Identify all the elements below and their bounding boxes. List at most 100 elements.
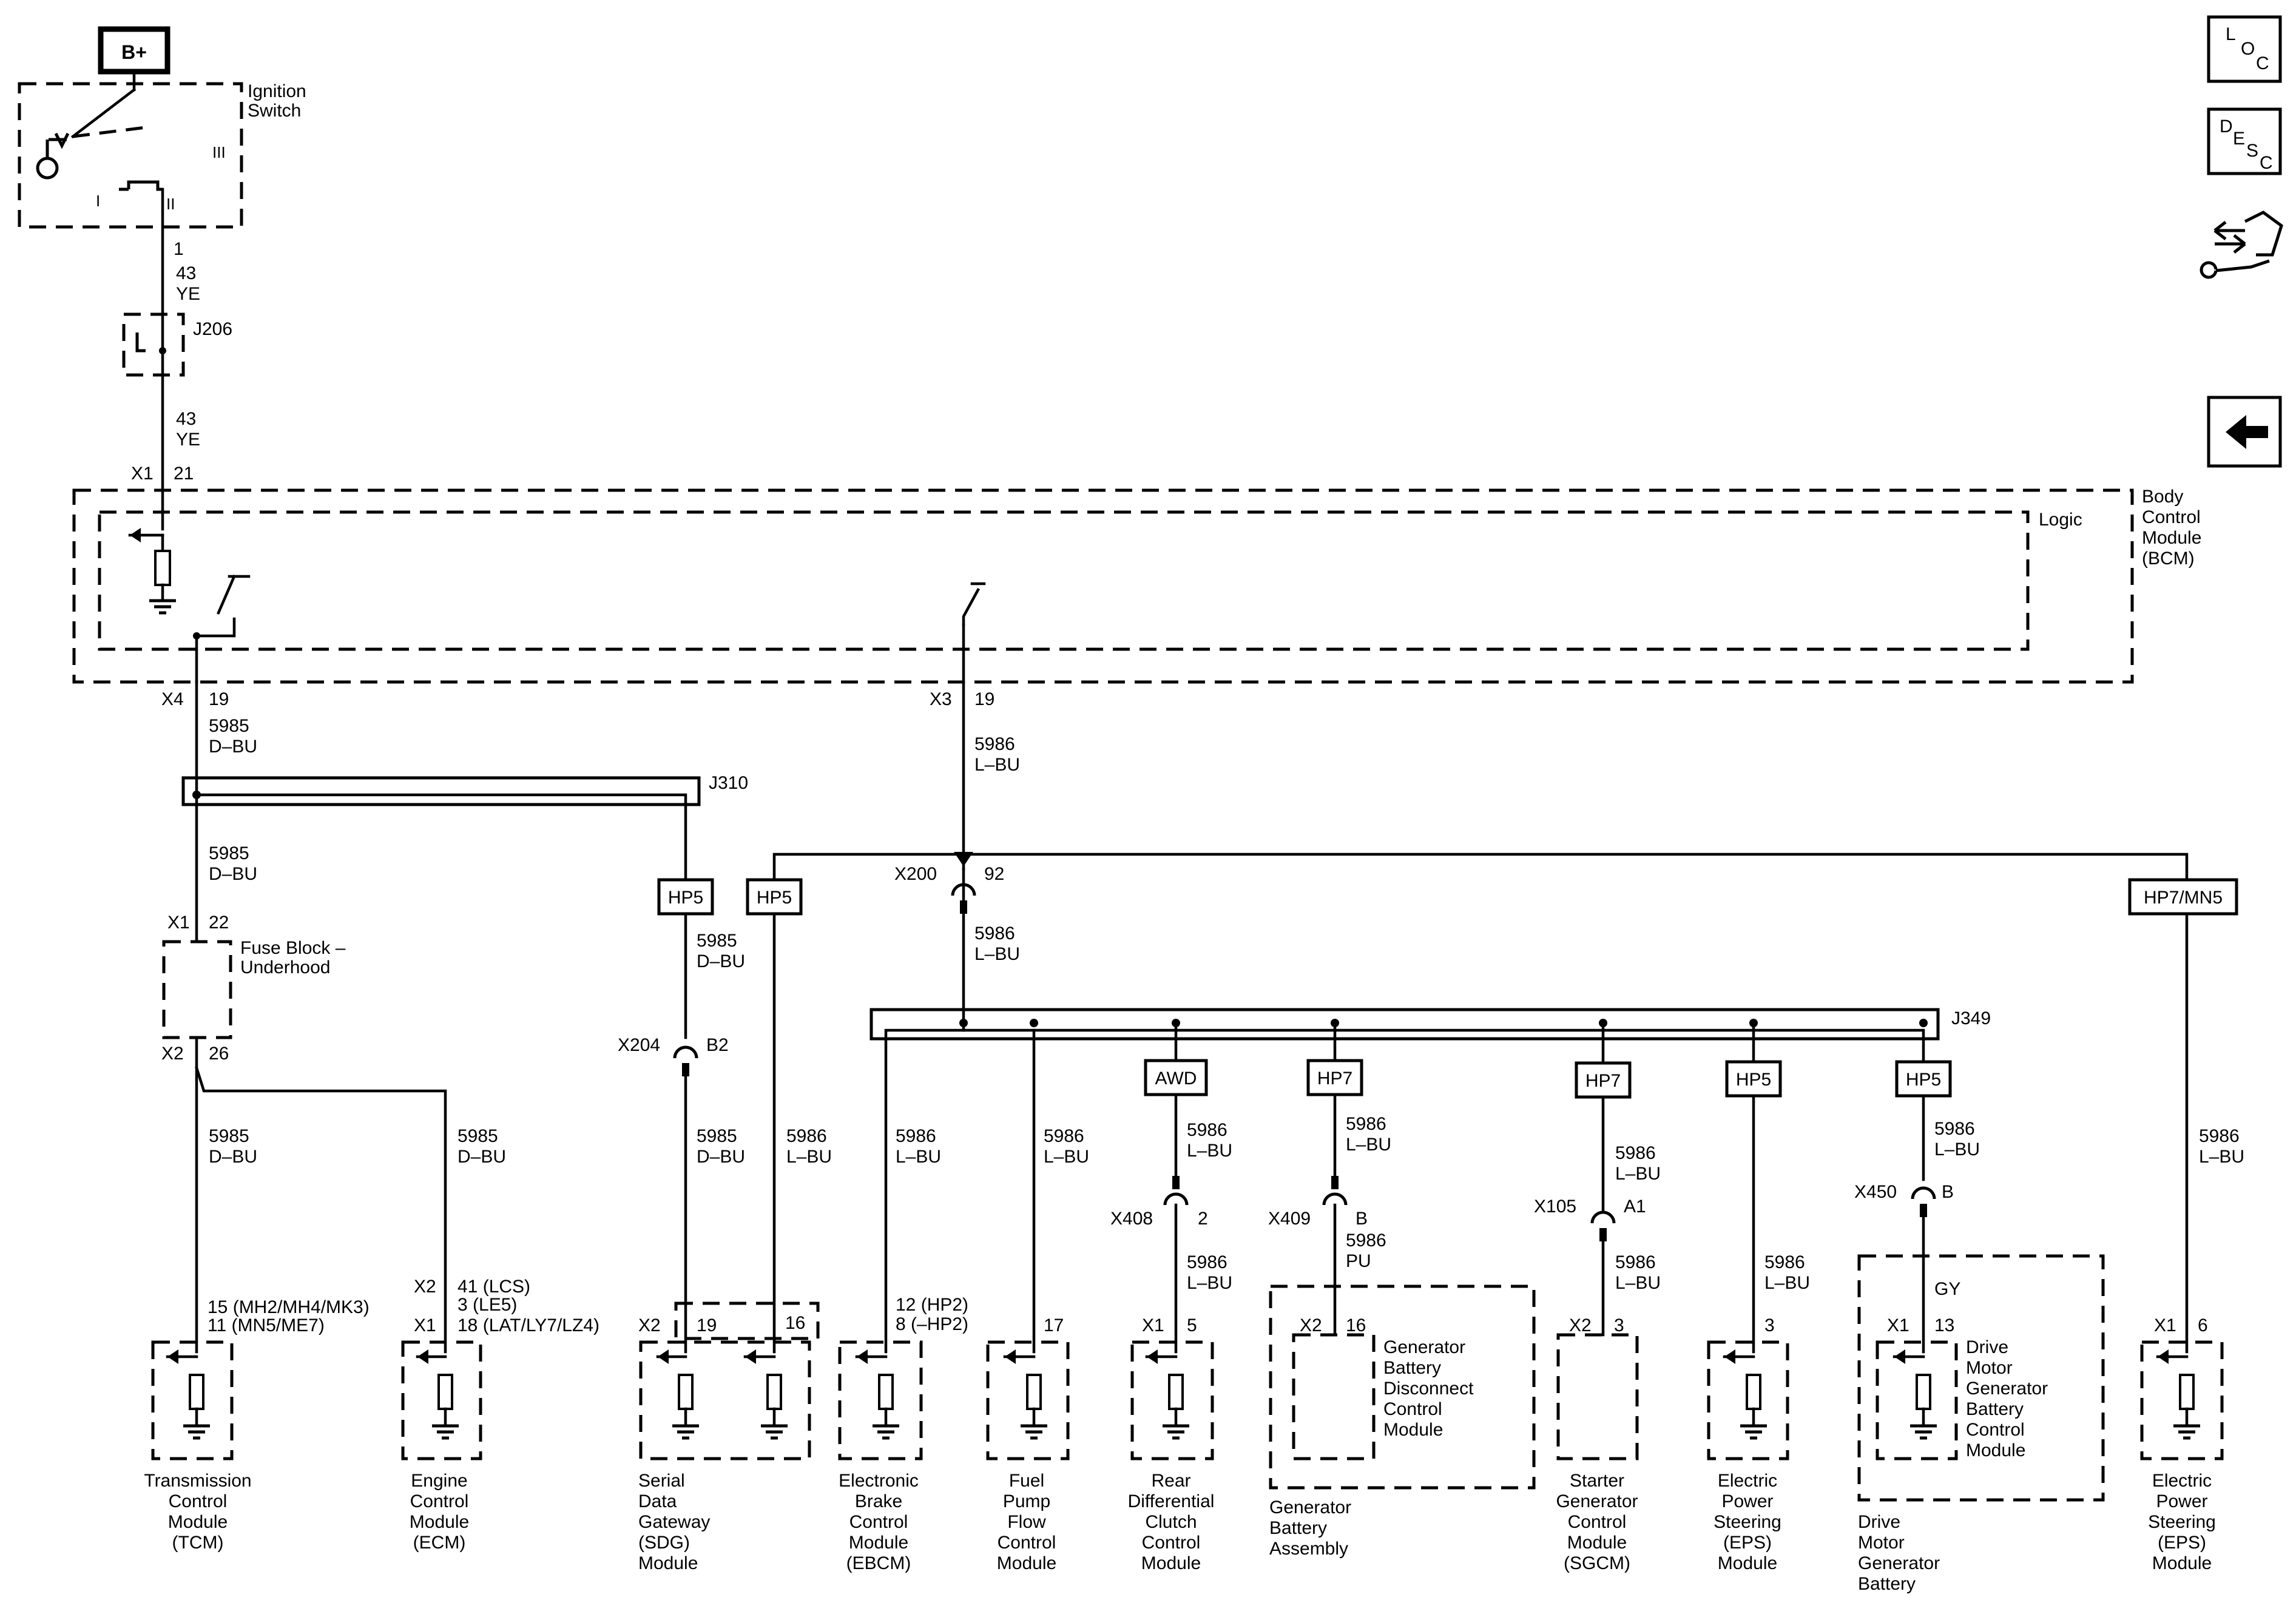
svg-text:5985: 5985: [209, 716, 249, 736]
svg-text:L–BU: L–BU: [974, 944, 1020, 964]
option-hp5-sdg: HP5: [657, 878, 714, 916]
description-button[interactable]: D E S C: [2207, 107, 2282, 175]
svg-text:YE: YE: [176, 430, 200, 450]
svg-text:Module: Module: [997, 1553, 1056, 1573]
svg-text:PU: PU: [1346, 1251, 1371, 1271]
svg-text:B: B: [1942, 1182, 1954, 1202]
svg-text:15 (MH2/MH4/MK3): 15 (MH2/MH4/MK3): [208, 1297, 370, 1317]
svg-text:L–BU: L–BU: [2199, 1147, 2244, 1167]
svg-text:13: 13: [1934, 1315, 1954, 1335]
svg-text:5986: 5986: [1615, 1252, 1656, 1272]
svg-text:Module: Module: [849, 1533, 908, 1553]
back-button[interactable]: [2207, 396, 2282, 468]
svg-text:Control: Control: [169, 1491, 228, 1511]
svg-text:3 (LE5): 3 (LE5): [458, 1295, 517, 1315]
svg-text:5985: 5985: [209, 843, 249, 863]
svg-text:Electric: Electric: [1718, 1471, 1777, 1491]
svg-text:Underhood: Underhood: [240, 957, 330, 977]
svg-text:6: 6: [2198, 1315, 2208, 1335]
svg-text:5986: 5986: [1187, 1252, 1227, 1272]
svg-text:Rear: Rear: [1151, 1471, 1190, 1491]
svg-text:Brake: Brake: [855, 1491, 902, 1511]
svg-text:Module: Module: [2142, 528, 2201, 548]
svg-text:(SDG): (SDG): [638, 1533, 690, 1553]
svg-text:Module: Module: [638, 1553, 698, 1573]
svg-text:(TCM): (TCM): [172, 1533, 224, 1553]
svg-text:5986: 5986: [974, 923, 1015, 944]
desc-letter-s: S: [2246, 141, 2258, 161]
svg-text:J349: J349: [1951, 1008, 1991, 1028]
svg-text:L–BU: L–BU: [1187, 1141, 1232, 1161]
svg-text:X4: X4: [161, 689, 184, 709]
body-control-module: Body Control Module (BCM) Logic: [72, 487, 2201, 684]
option-hp5-sdg-2: HP5: [746, 878, 803, 916]
svg-text:X2: X2: [1300, 1315, 1322, 1335]
svg-text:5985: 5985: [458, 1126, 498, 1146]
ignition-switch: I II III Ignition Switch: [18, 70, 306, 229]
svg-text:Generator: Generator: [1966, 1379, 2048, 1399]
svg-text:1: 1: [174, 239, 184, 259]
svg-text:5986: 5986: [1764, 1252, 1805, 1272]
diagnostic-tools-icon[interactable]: [2200, 211, 2283, 279]
svg-text:Electronic: Electronic: [839, 1471, 919, 1491]
svg-text:5986: 5986: [974, 734, 1015, 754]
location-button[interactable]: L O C: [2207, 15, 2282, 83]
svg-text:L–BU: L–BU: [896, 1147, 941, 1167]
svg-text:X1: X1: [131, 464, 154, 484]
svg-text:Motor: Motor: [1966, 1358, 2013, 1378]
svg-text:X1: X1: [1142, 1315, 1164, 1335]
loc-letter-c: C: [2256, 53, 2269, 73]
svg-text:19: 19: [209, 689, 229, 709]
module-sgcm: X2 3 Starter Generator Control Module (S…: [1556, 1315, 1639, 1573]
back-arrow-icon: [2226, 415, 2268, 449]
svg-text:III: III: [212, 143, 226, 161]
svg-text:5986: 5986: [1044, 1126, 1084, 1146]
svg-text:Data: Data: [638, 1491, 677, 1511]
svg-text:19: 19: [697, 1315, 717, 1335]
svg-text:19: 19: [974, 689, 994, 709]
svg-text:Generator: Generator: [1383, 1337, 1465, 1357]
battery-positive-terminal: B+: [98, 26, 171, 75]
module-ecm: X2 41 (LCS) 3 (LE5) X1 18 (LAT/LY7/LZ4) …: [401, 1277, 599, 1553]
svg-text:(SGCM): (SGCM): [1564, 1553, 1630, 1573]
svg-text:X408: X408: [1110, 1209, 1153, 1229]
svg-text:X1: X1: [2154, 1315, 2176, 1335]
svg-text:Battery: Battery: [1966, 1399, 2024, 1419]
svg-text:16: 16: [1346, 1315, 1366, 1335]
svg-text:Control: Control: [1142, 1533, 1201, 1553]
svg-text:L–BU: L–BU: [1187, 1273, 1232, 1293]
svg-text:Steering: Steering: [2148, 1512, 2216, 1532]
svg-text:L–BU: L–BU: [974, 755, 1020, 775]
option-awd: AWD: [1144, 1059, 1208, 1096]
svg-text:Control: Control: [998, 1533, 1056, 1553]
svg-text:Control: Control: [849, 1512, 908, 1532]
option-hp5-dmgb: HP5: [1895, 1060, 1952, 1098]
svg-text:Steering: Steering: [1714, 1512, 1781, 1532]
svg-text:L–BU: L–BU: [1346, 1135, 1391, 1155]
connector-x450: X450 B: [1854, 1182, 1954, 1217]
svg-text:X204: X204: [618, 1035, 660, 1055]
svg-text:L–BU: L–BU: [1764, 1273, 1810, 1293]
svg-text:X1: X1: [167, 913, 190, 933]
connector-x408: X408 2: [1110, 1176, 1208, 1229]
svg-text:HP5: HP5: [1736, 1070, 1771, 1090]
svg-text:5986: 5986: [786, 1126, 827, 1146]
svg-text:Control: Control: [1383, 1399, 1442, 1419]
svg-text:Serial: Serial: [638, 1471, 685, 1491]
svg-text:5986: 5986: [1346, 1114, 1386, 1134]
module-rear-differential: X1 5 Rear Differential Clutch Control Mo…: [1128, 1315, 1215, 1573]
svg-text:X2: X2: [1569, 1315, 1592, 1335]
loc-letter-l: L: [2226, 24, 2236, 44]
connector-x204: X204 B2: [618, 1035, 729, 1076]
option-hp7-sgcm: HP7: [1575, 1061, 1632, 1099]
svg-text:5986: 5986: [896, 1126, 936, 1146]
svg-text:X3: X3: [930, 689, 952, 709]
svg-text:8 (–HP2): 8 (–HP2): [896, 1314, 968, 1334]
svg-text:Motor: Motor: [1858, 1533, 1905, 1553]
module-ebcm: 12 (HP2) 8 (–HP2) Electronic Brake Contr…: [838, 1295, 968, 1573]
svg-text:(ECM): (ECM): [413, 1533, 466, 1553]
svg-text:Module: Module: [1383, 1420, 1443, 1440]
svg-text:Battery: Battery: [1858, 1574, 1916, 1594]
svg-text:5986: 5986: [1346, 1230, 1386, 1251]
